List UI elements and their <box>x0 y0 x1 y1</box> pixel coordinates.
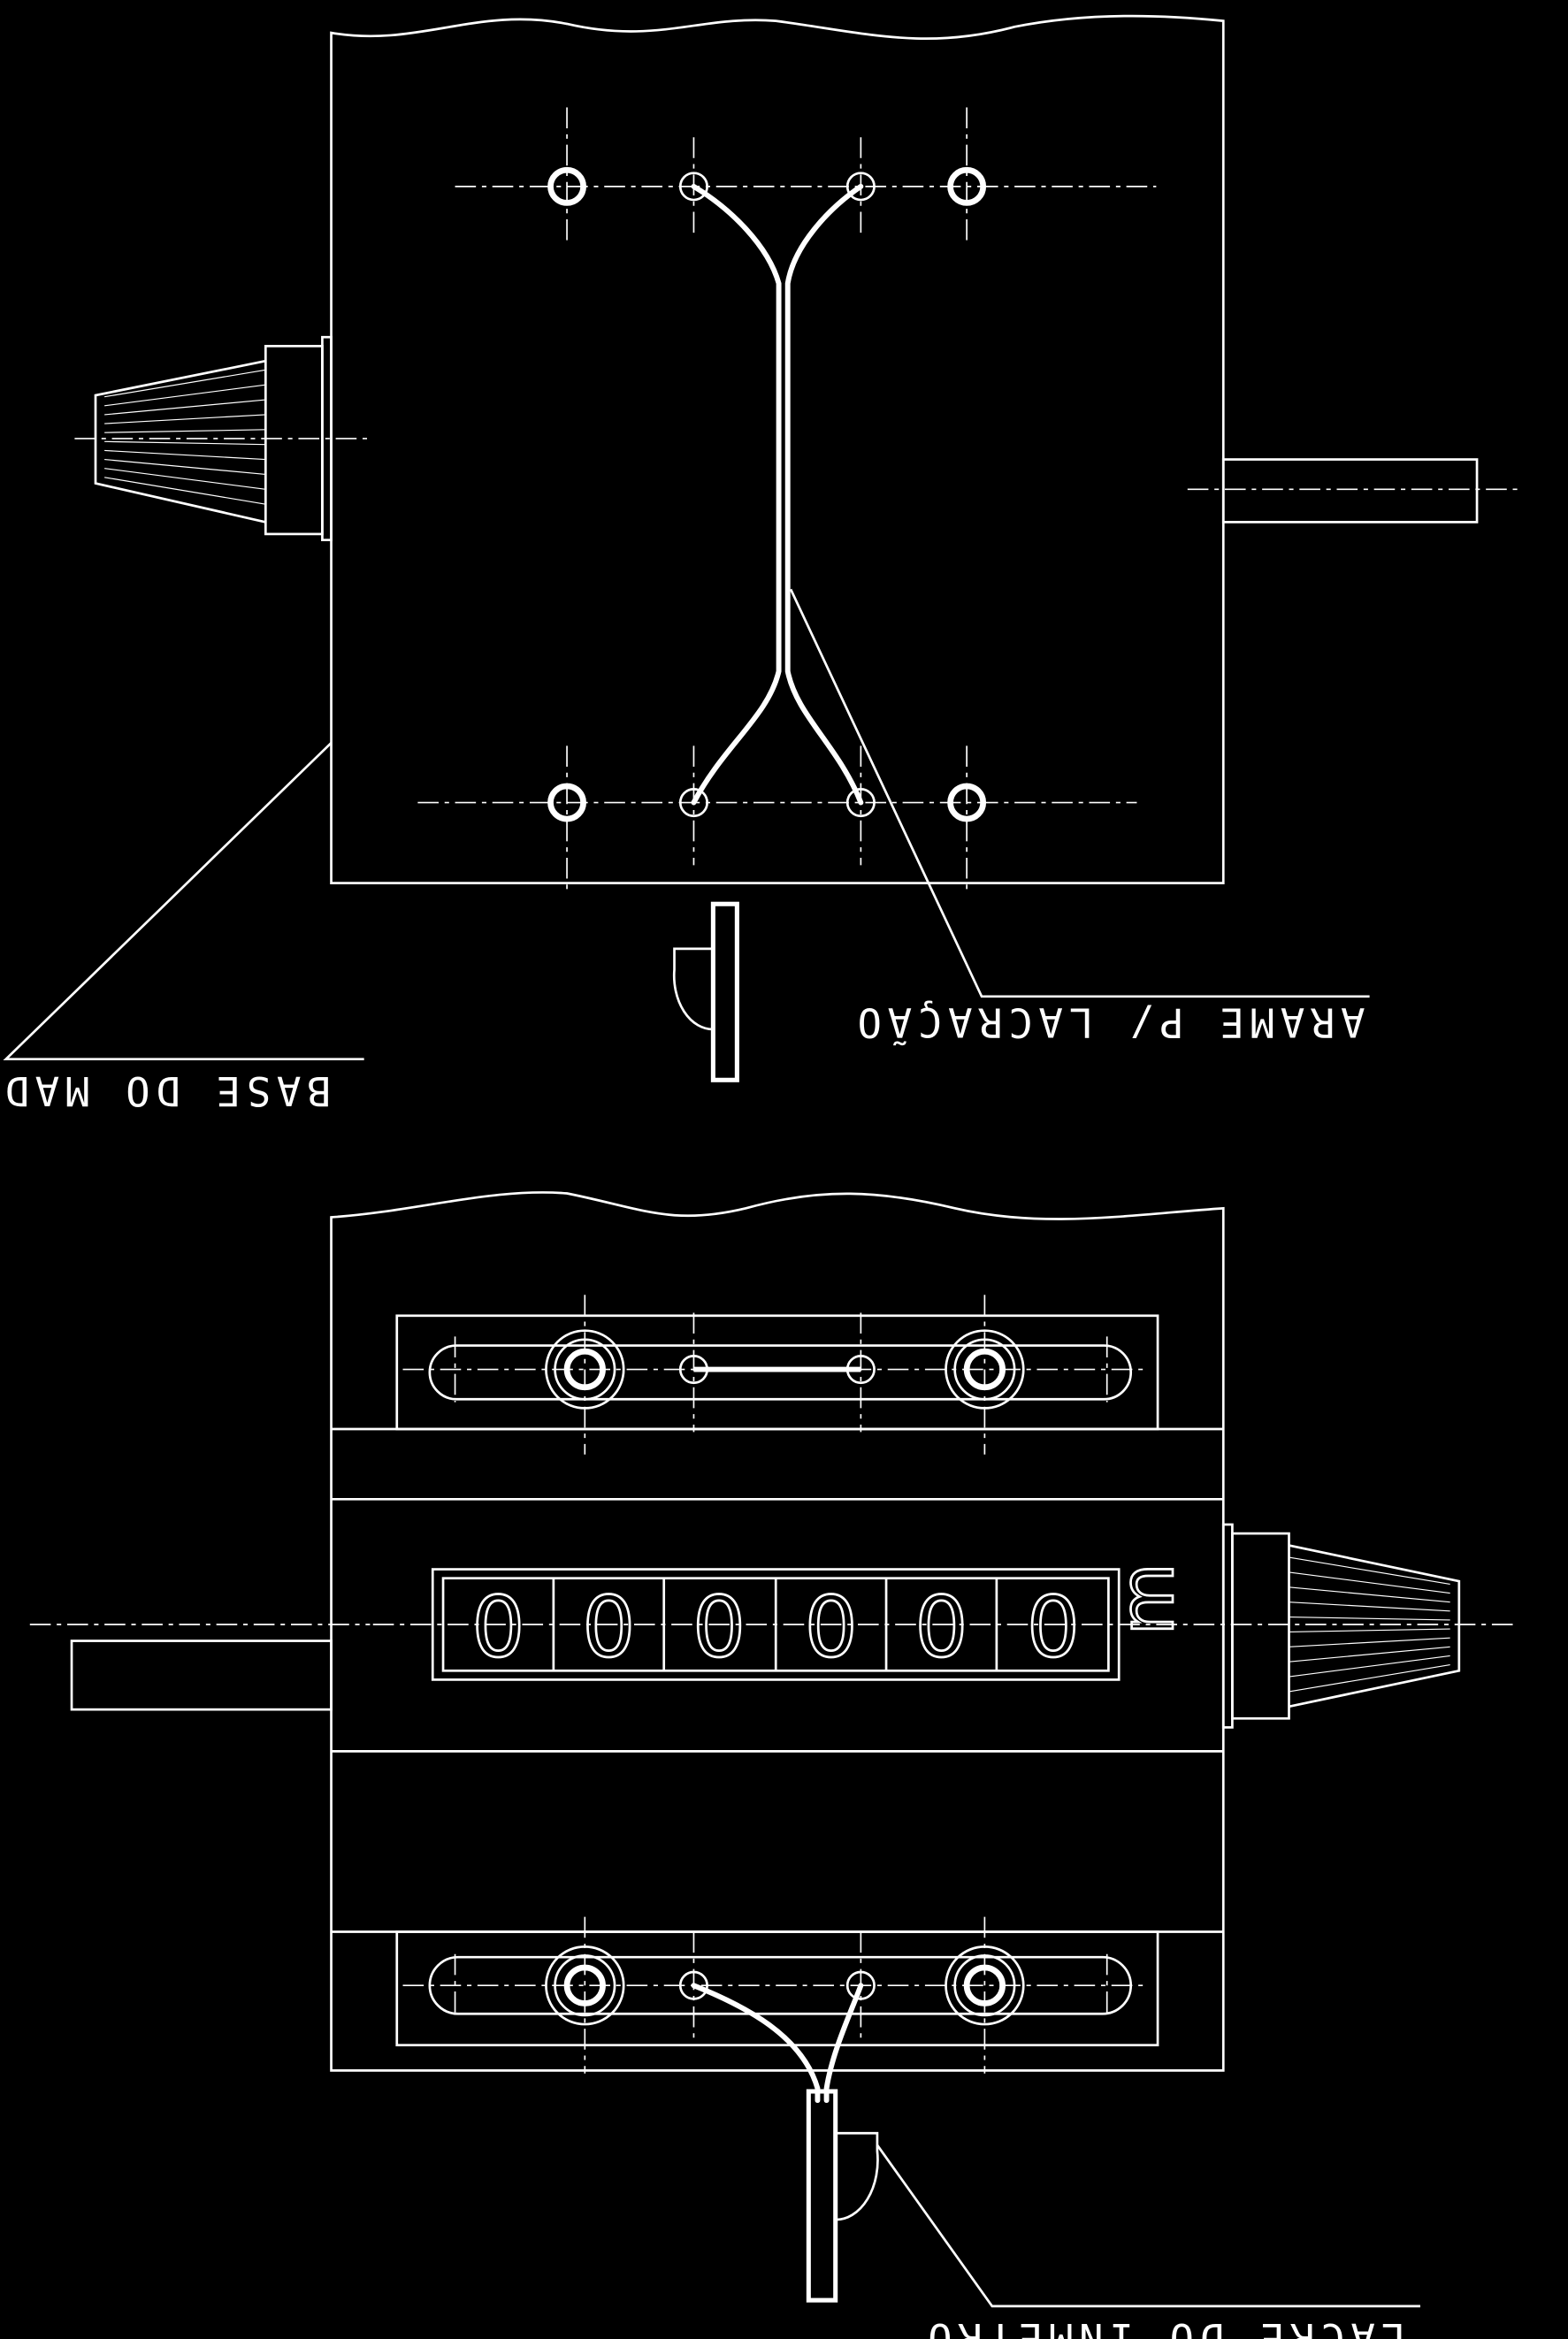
top-screw-holes <box>547 166 987 822</box>
top-clamp-plate <box>395 1295 1159 1455</box>
label-lacre-inmetro: LACRE DO INMETRO <box>922 2314 1406 2339</box>
top-centerlines <box>74 107 1519 892</box>
counter-digit-2: 0 <box>582 1578 635 1676</box>
leader-arame <box>789 588 1370 998</box>
top-body-outline <box>330 14 1225 884</box>
left-shaft <box>70 1640 333 1711</box>
counter-digit-3: 0 <box>692 1578 746 1676</box>
label-base-do-medidor: BASE DO MADIDOR <box>0 1067 332 1114</box>
right-shaft <box>1221 458 1479 524</box>
meter-base-top-view <box>3 14 1519 1082</box>
counter-digit-1: 0 <box>471 1578 524 1676</box>
right-cone-connector <box>1221 1523 1461 1729</box>
front-body-outline <box>330 1191 1225 2072</box>
leader-base-do-medidor <box>3 742 364 1061</box>
label-arame-lacracao: ARAME P/ LACRAÇÃO <box>852 998 1365 1046</box>
leader-lacre-inmetro <box>876 2144 1420 2308</box>
counter-digit-5: 0 <box>914 1578 968 1676</box>
meter-front-view: 0 0 0 0 0 0 m <box>29 1191 1519 2308</box>
counter-unit: m <box>1104 1563 1190 1635</box>
top-seal-tag <box>672 901 739 1082</box>
seal-wire-bottom <box>691 1983 864 2104</box>
inmetro-seal-tag <box>806 2089 879 2303</box>
bottom-clamp-plate <box>395 1916 1159 2074</box>
digit-counter: 0 0 0 0 0 0 m <box>29 1562 1519 1681</box>
seal-wire-top <box>691 183 864 806</box>
left-cone-connector <box>94 335 333 541</box>
counter-digit-4: 0 <box>805 1578 858 1676</box>
counter-digit-6: 0 <box>1027 1578 1080 1676</box>
